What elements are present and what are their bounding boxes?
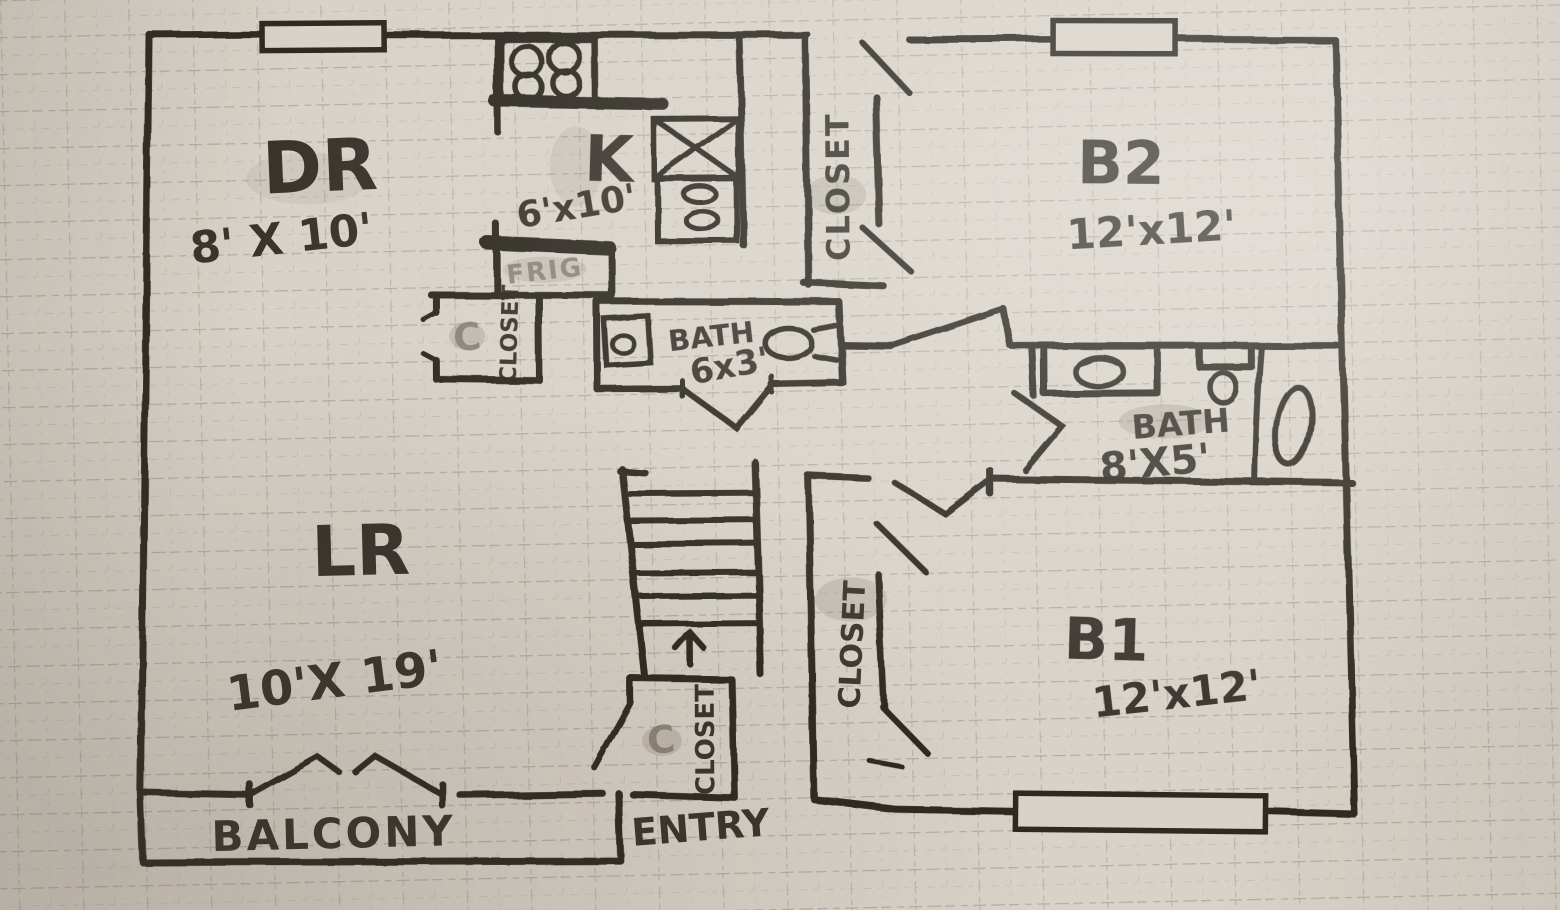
hall-closet-upper-door	[860, 40, 913, 97]
pencil-c-entry-closet: C	[645, 717, 677, 763]
fixtures	[497, 36, 1315, 668]
room-label-balcony: BALCONY	[211, 806, 456, 861]
small-bath-toilet-icon	[600, 312, 654, 369]
stove-icon	[497, 36, 598, 106]
closet-label-entry: CLOSET	[691, 684, 722, 796]
up-arrow-icon	[673, 628, 708, 668]
room-label-bedroom1: B1	[1063, 605, 1149, 675]
closet-label-bedroom1: CLOSET	[832, 579, 873, 709]
small-bath-door	[679, 383, 775, 433]
closet-label-dining: CLOSET	[496, 284, 525, 383]
entry-door	[591, 700, 633, 771]
bedroom2-window	[1050, 17, 1178, 57]
main-bath-sink-icon	[1207, 370, 1240, 406]
closet-label-hall-upper: CLOSET	[819, 112, 858, 261]
bedroom2-door	[888, 305, 1006, 349]
pencil-smudges	[246, 126, 1211, 756]
room-label-entry: ENTRY	[630, 800, 772, 855]
room-label-kitchen: K	[583, 123, 637, 198]
bathtub-icon	[1273, 384, 1315, 469]
small-bath-sink-icon	[762, 322, 840, 363]
room-dims-bath-main: 8'X5'	[1098, 435, 1213, 491]
balcony-french-doors	[246, 752, 446, 798]
door-swings	[245, 40, 1067, 809]
room-label-dining: DR	[261, 122, 380, 211]
pencil-c-dining-closet: C	[451, 314, 483, 360]
windows	[259, 17, 1269, 835]
main-bath-toilet-icon	[1072, 354, 1127, 390]
bedroom1-door	[892, 478, 992, 518]
room-label-living: LR	[310, 509, 410, 593]
hall-closet-lower-door	[859, 224, 914, 275]
main-bath-door	[1011, 390, 1067, 474]
stairs	[627, 490, 764, 627]
dining-window	[259, 19, 387, 54]
room-dims-bedroom2: 12'x12'	[1065, 200, 1237, 259]
b1-closet-upper-door	[874, 521, 929, 575]
walls	[136, 30, 1359, 866]
counter-appliance-icon	[654, 175, 740, 244]
b1-closet-lower-door	[878, 703, 932, 757]
room-label-bedroom2: B2	[1077, 128, 1165, 199]
room-label-bath-main: BATH	[1130, 400, 1231, 446]
bedroom1-window	[1012, 790, 1269, 835]
